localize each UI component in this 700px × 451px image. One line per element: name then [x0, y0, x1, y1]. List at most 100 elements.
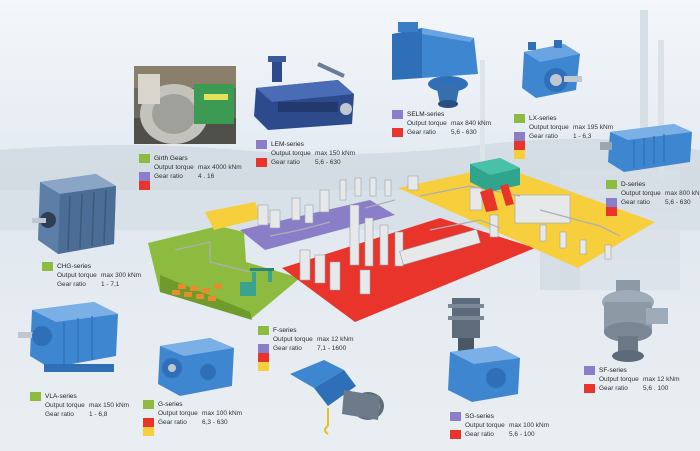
sf-series-gearbox-icon [596, 280, 676, 371]
sg-ratio-label: Gear ratio [465, 431, 494, 438]
red-square [258, 353, 269, 362]
girth-gears-title: Girth Gears [154, 155, 188, 162]
selm-torque-label: Output torque [407, 120, 447, 127]
g-ratio-label: Gear ratio [158, 419, 187, 426]
purple-square [450, 412, 461, 421]
f-ratio-value: 7,1 - 1600 [317, 345, 347, 352]
sg-torque-label: Output torque [465, 422, 505, 429]
yellow-square [514, 150, 525, 159]
d-series-title: D-series [621, 181, 646, 188]
purple-square [606, 198, 617, 207]
red-square [514, 141, 525, 150]
g-torque-value: max 100 kNm [202, 410, 243, 417]
lem-series-title: LEM-series [271, 141, 304, 148]
g-ratio-value: 6,3 - 630 [202, 419, 228, 426]
vla-ratio-value: 1 - 6,8 [89, 411, 108, 418]
sf-ratio-value: 5,6 . 100 [643, 385, 669, 392]
vla-series-gearbox-icon [14, 294, 124, 385]
sg-series-label: SG-series Output torque max 100 kNm Gear … [450, 412, 549, 439]
sf-torque-label: Output torque [599, 376, 639, 383]
lem-ratio-value: 5,6 - 630 [315, 159, 341, 166]
d-ratio-label: Gear ratio [621, 199, 650, 206]
plant-layout [148, 158, 655, 322]
lem-ratio-label: Gear ratio [271, 159, 300, 166]
lx-series-title: LX-series [529, 115, 557, 122]
f-series-title: F-series [273, 327, 297, 334]
d-series-gearbox-icon [600, 118, 696, 181]
sg-series-title: SG-series [465, 413, 494, 420]
purple-square [258, 344, 269, 353]
girth-ratio-label: Gear ratio [154, 173, 183, 180]
chg-ratio-value: 1 - 7,1 [101, 281, 120, 288]
red-square [584, 384, 595, 393]
green-square [514, 114, 525, 123]
lx-torque-value: max 195 kNm [573, 124, 614, 131]
chg-series-title: CHG-series [57, 263, 91, 270]
sf-series-label: SF-series Output torque max 12 kNm Gear r… [584, 366, 679, 393]
f-series-gearbox-icon [284, 352, 394, 447]
lem-series-label: LEM-series Output torque max 150 kNm Gear… [256, 140, 355, 167]
sg-torque-value: max 100 kNm [509, 422, 550, 429]
sf-torque-value: max 12 kNm [643, 376, 680, 383]
selm-series-gearbox-icon [388, 20, 484, 113]
purple-square [256, 140, 267, 149]
selm-ratio-value: 5,6 - 630 [451, 129, 477, 136]
yellow-square [143, 427, 154, 436]
sf-series-title: SF-series [599, 367, 627, 374]
green-square [42, 262, 53, 271]
red-square [143, 418, 154, 427]
f-ratio-label: Gear ratio [273, 345, 302, 352]
lx-series-gearbox-icon [514, 40, 590, 107]
girth-torque-label: Output torque [154, 164, 194, 171]
green-square [606, 180, 617, 189]
lx-series-label: LX-series Output torque max 195 kNm Gear … [514, 114, 613, 159]
girth-gears-label: Girth Gears Output torque max 4000 kNm Ge… [139, 154, 242, 190]
selm-ratio-label: Gear ratio [407, 129, 436, 136]
girth-gears-photo [134, 66, 236, 144]
red-square [606, 207, 617, 216]
chg-torque-label: Output torque [57, 272, 97, 279]
green-square [258, 326, 269, 335]
d-torque-value: max 800 kNm [665, 190, 700, 197]
red-square [256, 158, 267, 167]
green-square [143, 400, 154, 409]
red-square [450, 430, 461, 439]
sg-series-gearbox-icon [446, 298, 526, 419]
chg-torque-value: max 300 kNm [101, 272, 142, 279]
vla-ratio-label: Gear ratio [45, 411, 74, 418]
f-torque-label: Output torque [273, 336, 313, 343]
f-series-label: F-series Output torque max 12 kNm Gear ra… [258, 326, 353, 371]
lem-torque-label: Output torque [271, 150, 311, 157]
girth-torque-value: max 4000 kNm [198, 164, 242, 171]
yellow-square [258, 362, 269, 371]
red-square [392, 128, 403, 137]
red-square [139, 181, 150, 190]
sf-ratio-label: Gear ratio [599, 385, 628, 392]
selm-torque-value: max 840 kNm [451, 120, 492, 127]
lem-torque-value: max 150 kNm [315, 150, 356, 157]
sg-ratio-value: 5,6 - 100 [509, 431, 535, 438]
selm-series-label: SELM-series Output torque max 840 kNm Gea… [392, 110, 491, 137]
purple-square [584, 366, 595, 375]
lx-ratio-value: 1 - 6,3 [573, 133, 592, 140]
green-square [30, 392, 41, 401]
lx-ratio-label: Gear ratio [529, 133, 558, 140]
chg-series-label: CHG-series Output torque max 300 kNm Gear… [42, 262, 141, 289]
g-series-gearbox-icon [150, 334, 242, 403]
vla-torque-label: Output torque [45, 402, 85, 409]
selm-series-title: SELM-series [407, 111, 445, 118]
green-square [139, 154, 150, 163]
lem-series-gearbox-icon [248, 54, 358, 139]
lx-torque-label: Output torque [529, 124, 569, 131]
purple-square [514, 132, 525, 141]
f-torque-value: max 12 kNm [317, 336, 354, 343]
chg-series-gearbox-icon [32, 166, 124, 263]
chg-ratio-label: Gear ratio [57, 281, 86, 288]
vla-torque-value: max 150 kNm [89, 402, 130, 409]
purple-square [392, 110, 403, 119]
purple-square [139, 172, 150, 181]
